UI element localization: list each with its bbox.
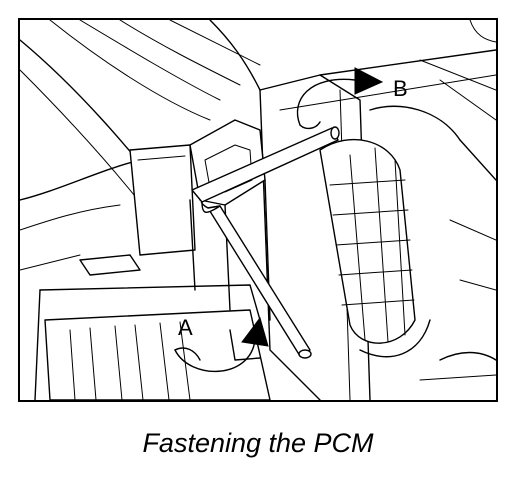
callout-a: A bbox=[178, 315, 193, 340]
mounting-bracket bbox=[189, 119, 271, 321]
figure-caption: Fastening the PCM bbox=[142, 428, 374, 458]
rotation-arrow-a bbox=[174, 316, 269, 372]
rotation-arrow-b bbox=[296, 67, 384, 130]
callout-b: B bbox=[393, 76, 408, 101]
console-grille bbox=[319, 138, 431, 358]
pcm-module bbox=[34, 144, 271, 400]
figure-frame: B A bbox=[18, 18, 498, 402]
hex-key bbox=[191, 126, 340, 359]
pcm-illustration: B A bbox=[20, 20, 496, 400]
